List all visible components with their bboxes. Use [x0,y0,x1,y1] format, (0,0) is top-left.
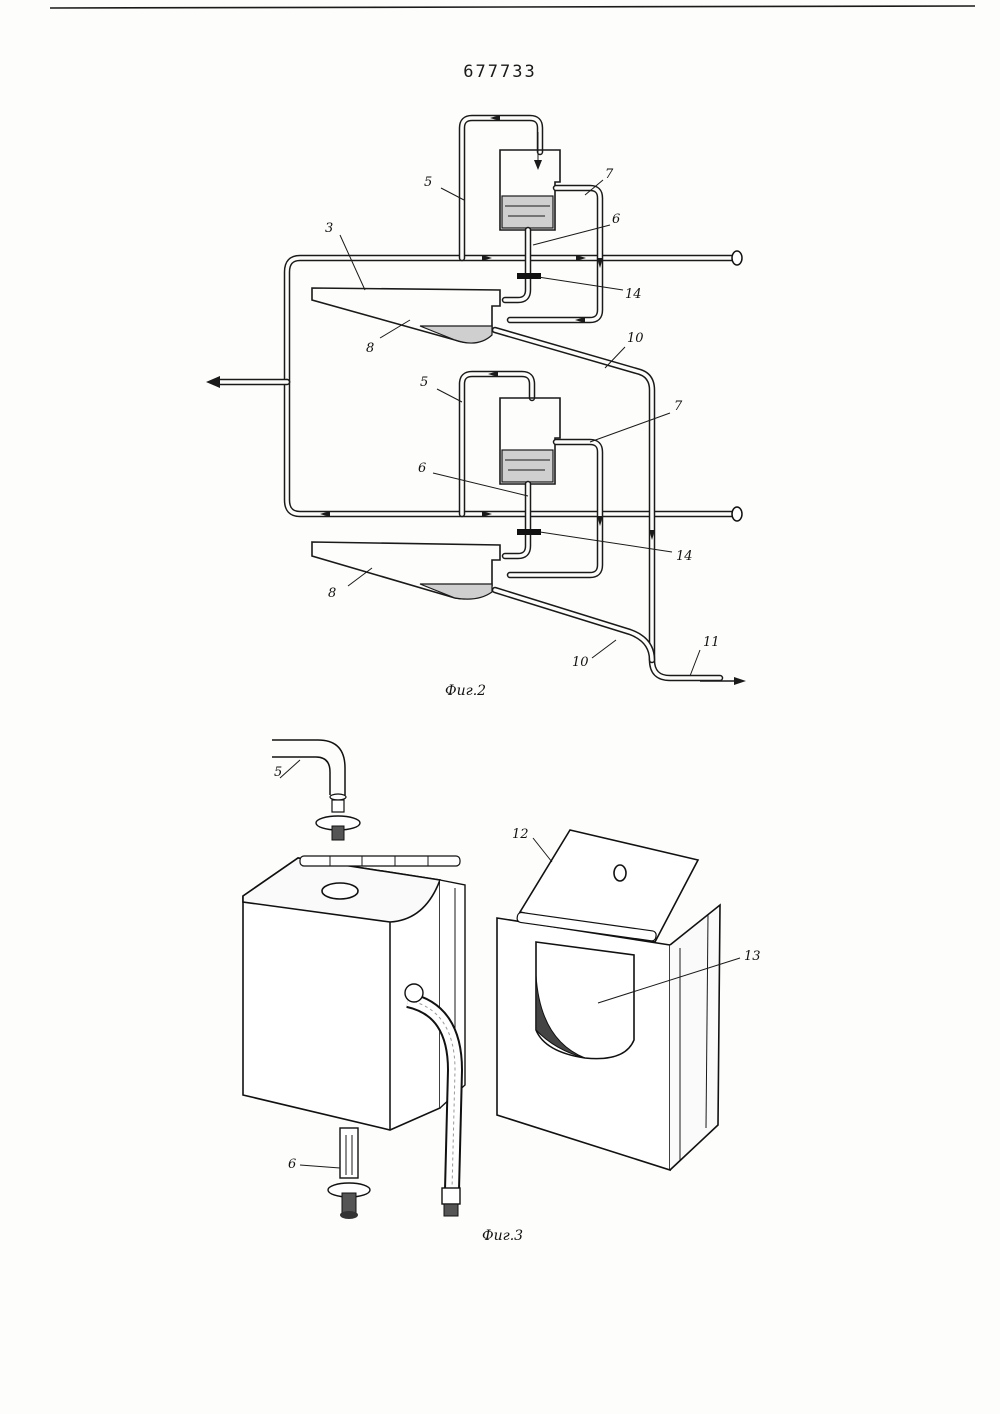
label-5-bottom: 5 [420,375,428,390]
label-5-top: 5 [424,175,432,190]
stem-6 [340,1128,358,1178]
valve-14-upper [517,273,541,279]
label-6-top: 6 [612,212,620,227]
leader-lines [340,180,700,676]
label-fig3-13: 13 [744,949,761,964]
label-14-bottom: 14 [676,549,693,564]
figure-2-caption: Фиг.2 [445,683,486,699]
tank-water-upper [502,196,553,228]
label-7-top: 7 [605,167,614,182]
hinge-left [300,856,460,866]
page-border-line [50,6,975,8]
outlet-arrow [734,677,746,685]
cistern-inlet-hole [322,883,358,899]
label-fig3-6: 6 [288,1157,296,1172]
inlet-arrow [206,376,220,388]
label-3: 3 [325,221,333,236]
figure-3: 5 12 13 6 Фиг.3 [243,740,761,1244]
upper-unit [312,115,603,343]
label-6-bottom: 6 [418,461,426,476]
pipe-end-cap-top [732,251,742,265]
tank-water-lower [502,450,553,482]
cistern-box [243,856,465,1219]
pipe-end-cap-bottom [732,507,742,521]
valve-14-lower [517,529,541,535]
label-10-bottom: 10 [572,655,589,670]
pipe-5-elbow [272,740,360,840]
label-fig3-12: 12 [512,827,529,842]
label-14-top: 14 [625,287,642,302]
label-8-bottom: 8 [328,586,336,601]
label-8-top: 8 [366,341,374,356]
label-7-bottom: 7 [674,399,683,414]
figure-3-caption: Фиг.3 [482,1228,523,1244]
label-fig3-5: 5 [274,765,282,780]
figure-2: 5 7 6 3 14 8 10 5 7 6 14 8 10 11 Фиг.2 [206,115,746,699]
supply-manifold [206,251,742,521]
label-10-top: 10 [627,331,644,346]
label-11: 11 [703,635,720,650]
